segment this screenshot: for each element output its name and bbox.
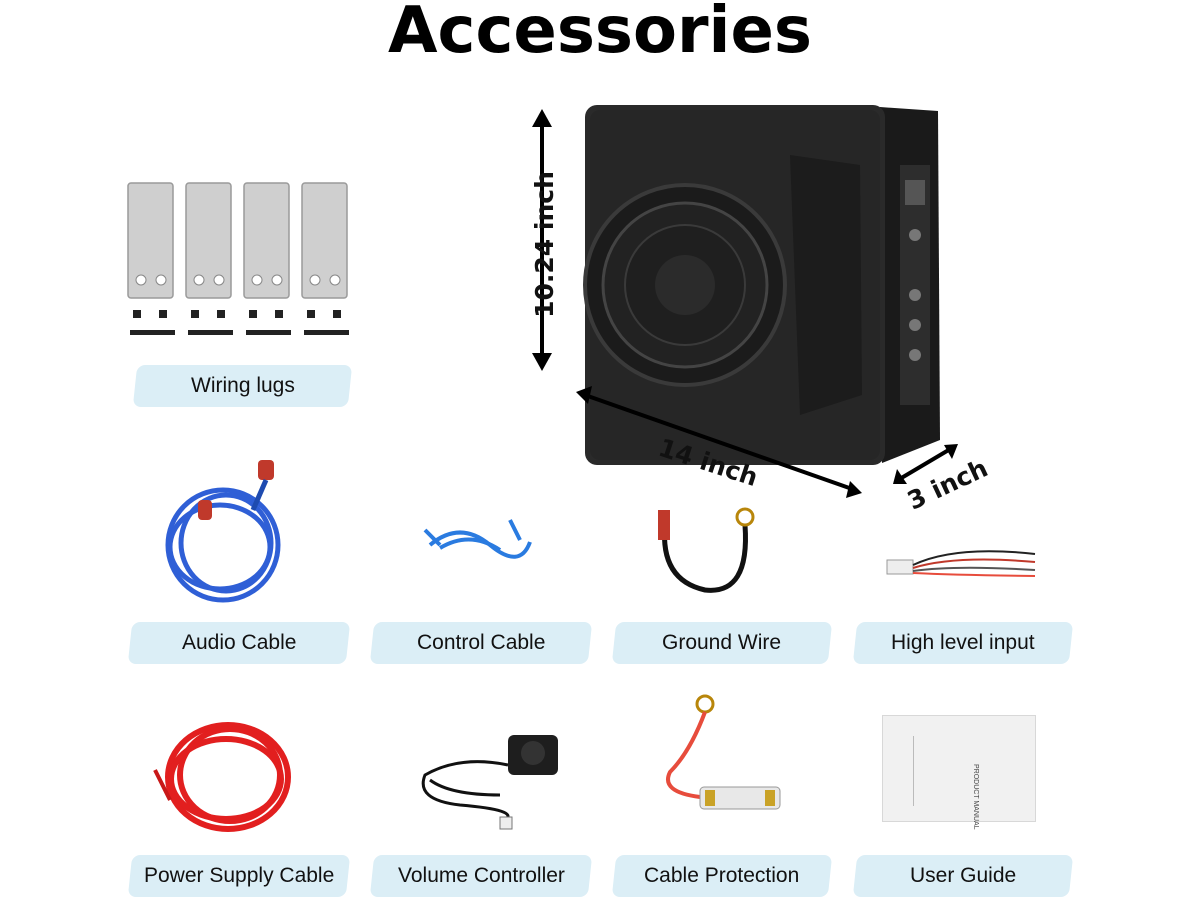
manual-icon: PRODUCT MANUAL [882,715,1036,830]
audio-cable-icon [158,455,298,615]
power-supply-cable-icon [150,715,295,835]
accessory-label-cable-protection: Cable Protection [611,855,833,897]
accessory-label-audio-cable: Audio Cable [127,622,351,664]
ground-wire-icon [650,505,760,600]
subwoofer-graphic [532,105,958,498]
accessory-label-volume-controller: Volume Controller [369,855,593,897]
manual-cover-text: PRODUCT MANUAL [972,764,979,830]
height-dimension-label: 10.24 inch [529,171,559,318]
subwoofer-image [500,95,1000,515]
control-cable-icon [420,510,540,570]
accessory-label-control-cable: Control Cable [369,622,593,664]
accessory-label-power-supply-cable: Power Supply Cable [127,855,351,897]
high-level-input-icon [885,540,1045,585]
volume-controller-icon [410,725,565,835]
fuse-holder-icon [650,692,785,822]
accessory-label-wiring-lugs: Wiring lugs [132,365,353,407]
accessory-label-user-guide: User Guide [852,855,1074,897]
accessory-label-ground-wire: Ground Wire [611,622,833,664]
accessory-label-high-level-input: High level input [852,622,1074,664]
wiring-lugs-icon [125,180,355,345]
page-title: Accessories [388,0,812,68]
